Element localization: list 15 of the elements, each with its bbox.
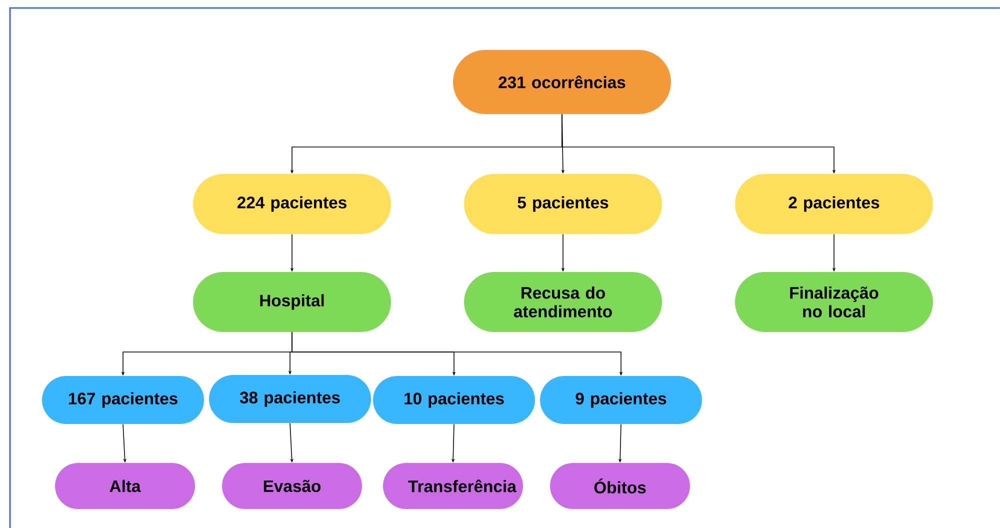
start-box: 231 ocorrências: [453, 50, 671, 114]
count-box: 167 pacientes: [42, 376, 204, 424]
result-box: Alta: [55, 463, 195, 509]
outcome-box: Finalização no local: [735, 272, 933, 332]
count-box: 9 pacientes: [540, 376, 702, 424]
count-box: 224 pacientes: [193, 174, 391, 234]
count-box: 10 pacientes: [373, 376, 535, 424]
count-box: 5 pacientes: [464, 174, 662, 234]
count-box: 38 pacientes: [209, 374, 371, 423]
result-box: Transferência: [383, 463, 523, 509]
result-box: Óbitos: [550, 463, 690, 509]
outcome-box: Hospital: [193, 272, 391, 332]
outcome-box: Recusa do atendimento: [464, 272, 662, 332]
count-box: 2 pacientes: [735, 174, 933, 234]
result-box: Evasão: [222, 463, 362, 509]
